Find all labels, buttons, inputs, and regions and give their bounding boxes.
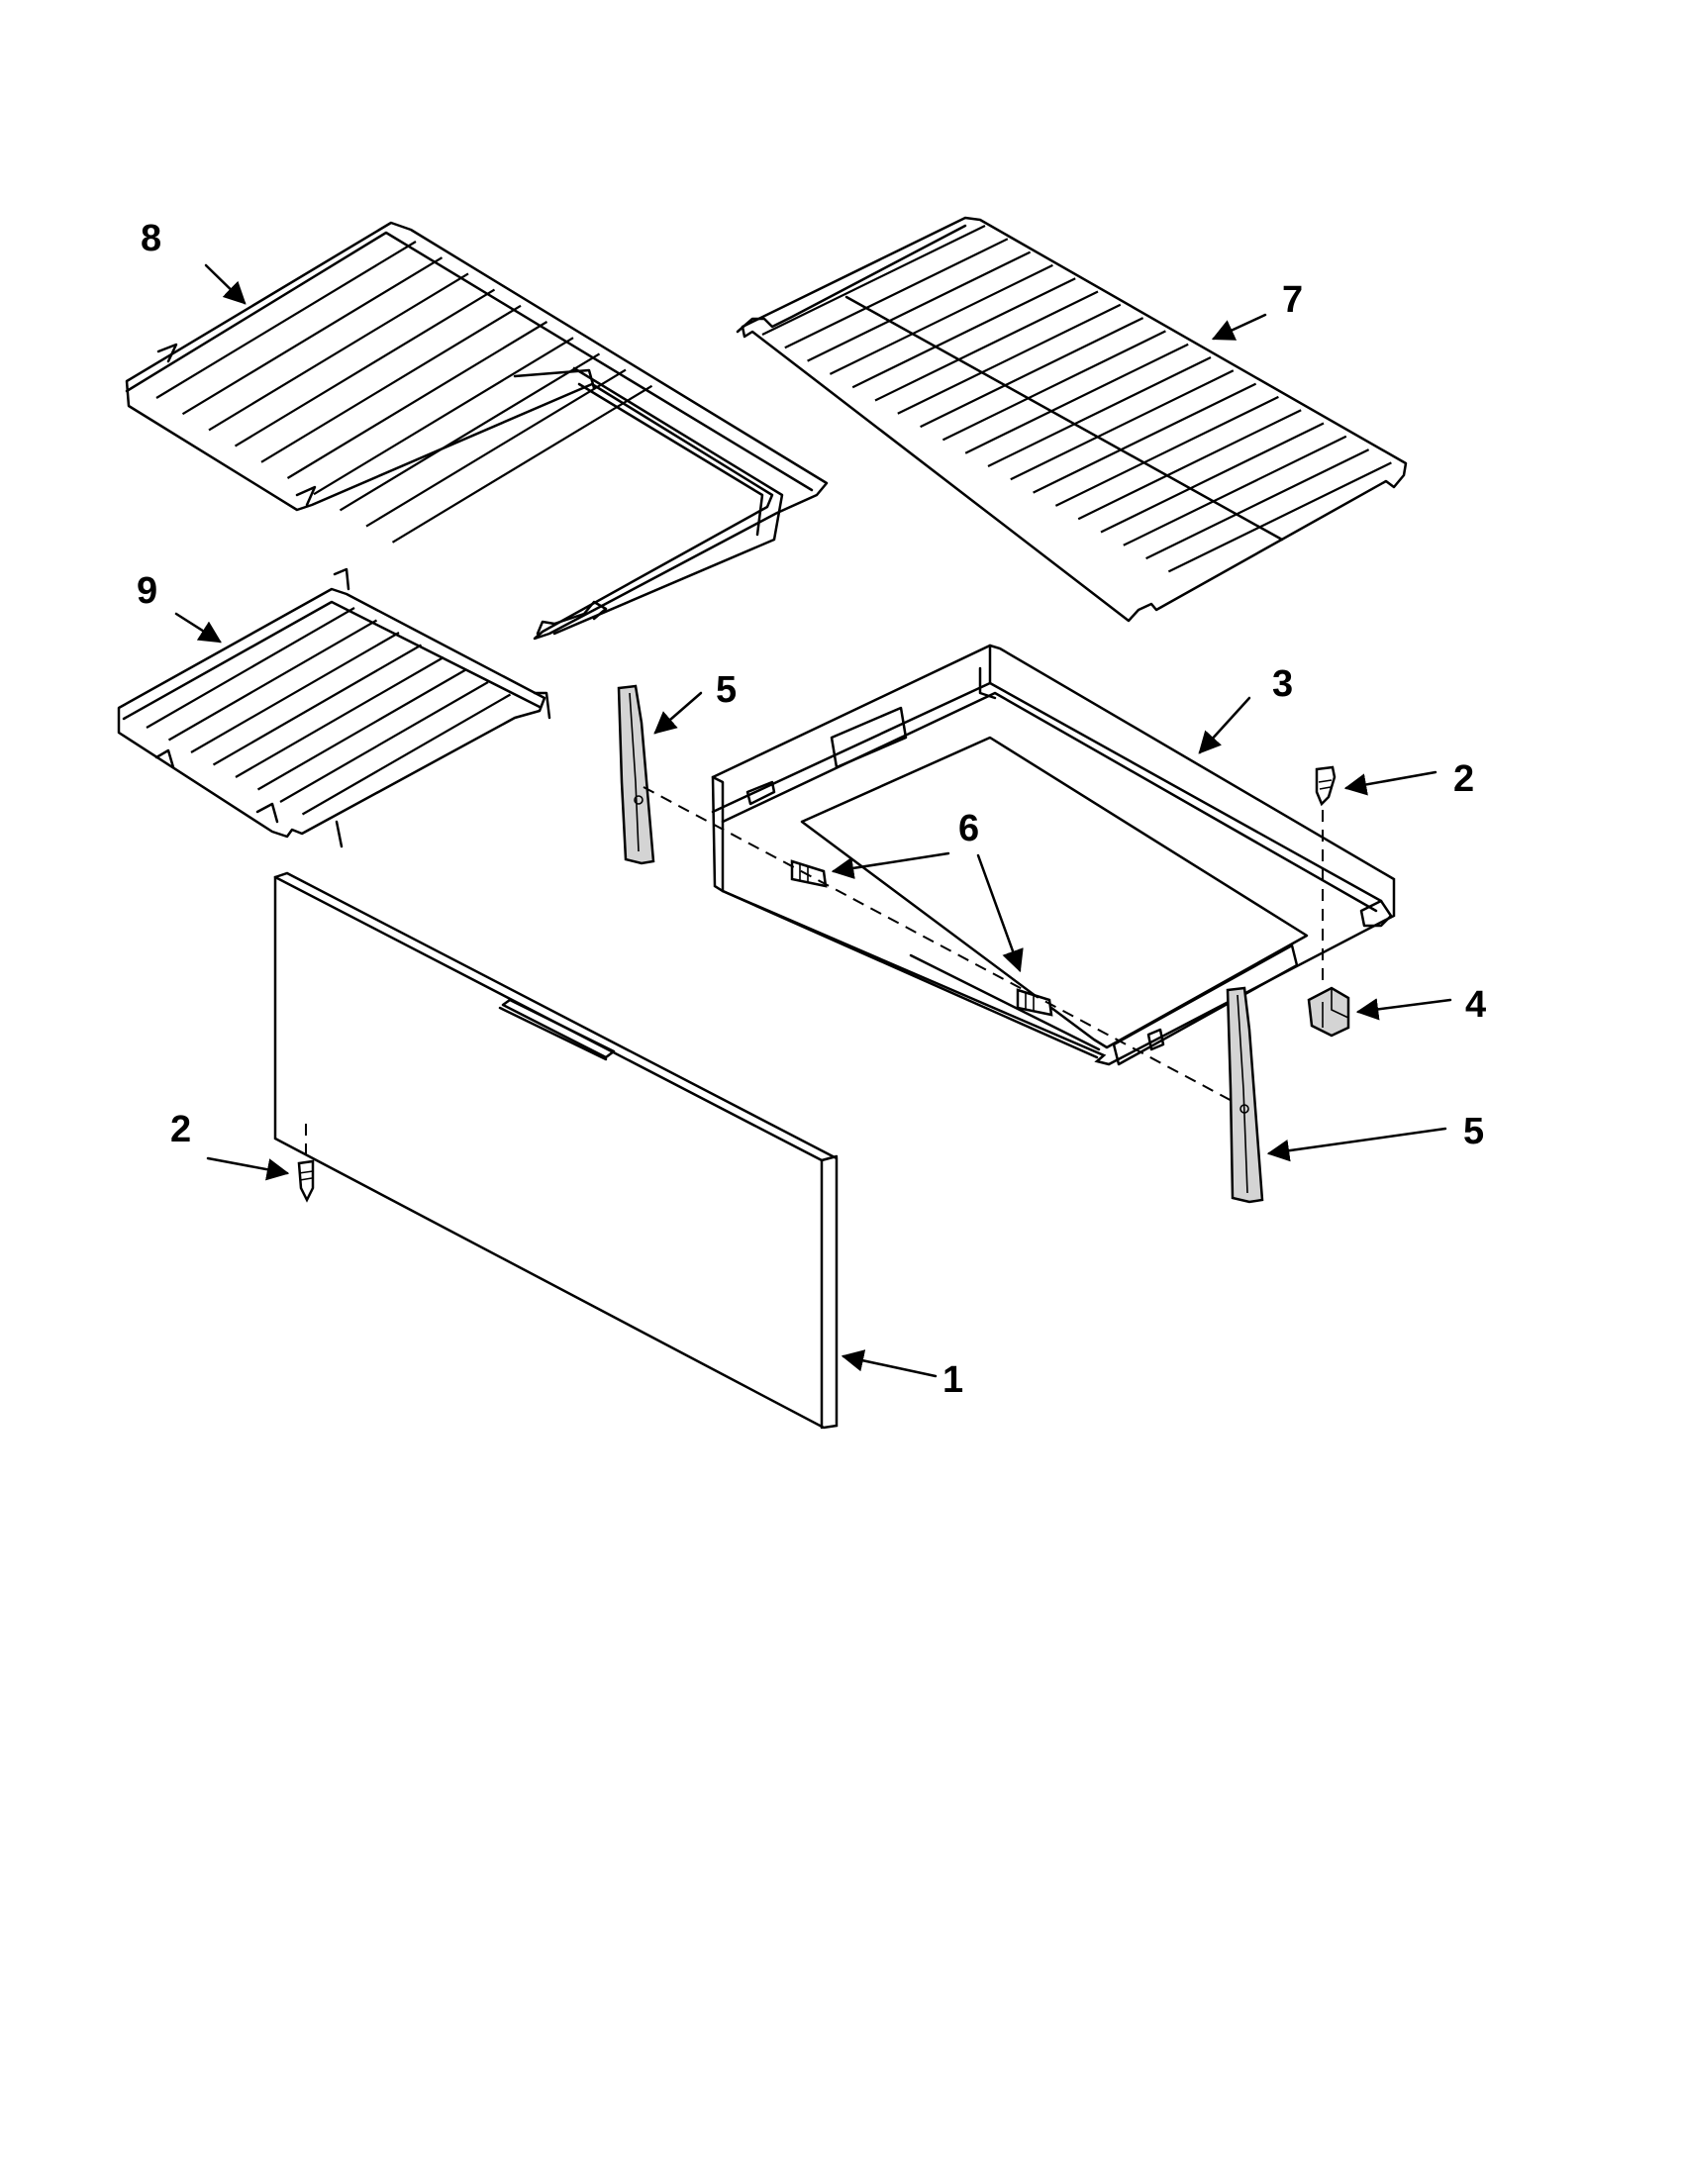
leader-5-right	[1266, 1127, 1447, 1162]
rack-wire	[365, 368, 627, 528]
drawer-front-panel	[273, 871, 839, 1430]
rack-wire	[784, 238, 1009, 349]
rack-wire	[1167, 461, 1392, 573]
rack-wire	[964, 343, 1189, 454]
rack-wire	[897, 303, 1122, 415]
rack-wire	[807, 250, 1032, 362]
callout-5-left: 5	[716, 669, 738, 711]
rack-wire	[279, 681, 489, 803]
rack-wire	[1054, 395, 1279, 507]
rack-wire	[234, 288, 496, 447]
drawer-clip	[1307, 986, 1350, 1038]
rack-wire	[146, 607, 355, 729]
rack-wire	[301, 693, 512, 816]
rack-wire	[155, 241, 417, 399]
callout-6: 6	[958, 808, 980, 849]
rack-wire	[1100, 422, 1325, 534]
leader-6a	[831, 851, 950, 880]
rack-wire	[874, 290, 1099, 402]
oven-rack-small	[117, 567, 551, 848]
leader-arrows	[174, 263, 1452, 1378]
rack-wire	[851, 277, 1076, 389]
rack-wire	[339, 352, 601, 512]
rack-wire	[391, 384, 653, 544]
rack-wire	[1033, 382, 1257, 494]
rack-wire	[1010, 369, 1235, 481]
leader-4	[1355, 998, 1452, 1021]
callout-2-right: 2	[1453, 758, 1475, 800]
stud-center	[1016, 988, 1053, 1017]
oven-rack-flat	[736, 216, 1408, 623]
slide-bracket-left	[617, 684, 655, 865]
slide-bracket-right	[1226, 986, 1264, 1204]
leader-5-left	[653, 691, 703, 735]
rack-wire	[212, 644, 423, 766]
rack-wire	[829, 263, 1053, 375]
rack-wire	[941, 330, 1166, 442]
rack-wire	[256, 668, 467, 791]
rack-wire	[987, 356, 1212, 467]
leader-7	[1211, 313, 1267, 341]
leader-1	[841, 1349, 938, 1378]
rack-wire	[235, 656, 445, 778]
rack-wire	[1145, 448, 1370, 560]
rack-wire	[190, 632, 400, 753]
callout-4: 4	[1465, 984, 1487, 1026]
rack-wire	[181, 256, 444, 416]
rack-wire	[167, 619, 378, 742]
assembly-line-bracket	[643, 786, 1238, 1105]
callout-5-right: 5	[1463, 1111, 1485, 1152]
screw-drawer-front	[297, 1159, 315, 1203]
rack-wire	[1123, 435, 1347, 546]
drawer-body	[711, 644, 1396, 1066]
callout-7: 7	[1282, 279, 1304, 321]
rack-wire	[208, 272, 469, 432]
rack-wire	[1077, 409, 1302, 521]
leader-9	[174, 612, 222, 644]
callout-1: 1	[942, 1359, 964, 1401]
oven-rack-large	[125, 221, 829, 641]
callout-3: 3	[1272, 663, 1294, 705]
rack-wire	[761, 225, 986, 336]
leader-2-right	[1343, 770, 1437, 796]
rack-wire	[313, 337, 574, 496]
callout-8: 8	[141, 218, 162, 259]
leader-2-left	[206, 1156, 290, 1181]
leader-8	[204, 263, 247, 305]
rack-wire	[260, 304, 522, 463]
rack-wire	[286, 321, 548, 479]
rack-wire	[920, 317, 1144, 429]
callout-9: 9	[137, 570, 158, 612]
leader-3	[1198, 696, 1251, 754]
screw-drawer-body	[1315, 765, 1337, 807]
leader-6b	[976, 853, 1024, 973]
callout-2-left: 2	[170, 1109, 192, 1150]
